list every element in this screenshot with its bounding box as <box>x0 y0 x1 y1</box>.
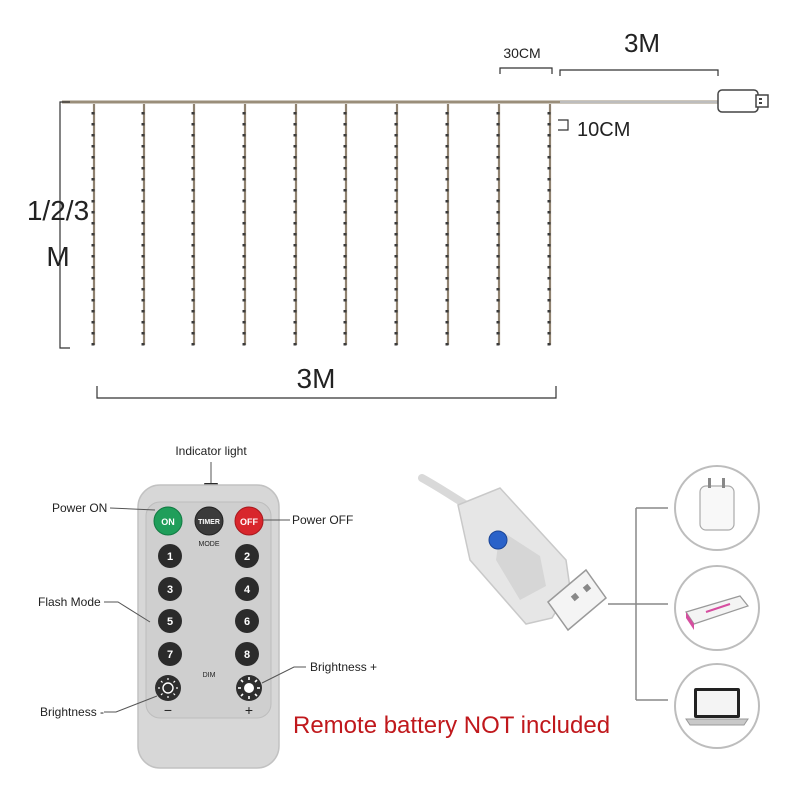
light-strand <box>191 104 196 346</box>
brightness-plus-leader <box>261 666 306 684</box>
usb-cable <box>418 474 472 510</box>
usb-connector-icon <box>546 568 608 632</box>
on-button-label: ON <box>161 517 175 527</box>
dim-10cm-label: 10CM <box>577 119 630 141</box>
plus-sign: + <box>245 702 253 718</box>
mode-button-label: 1 <box>167 551 173 563</box>
brightness-plus-button[interactable] <box>236 675 262 701</box>
usb-pcb <box>496 530 546 600</box>
usb-control-button[interactable] <box>488 530 508 550</box>
brightness-minus-leader <box>104 695 158 713</box>
light-strands <box>91 104 552 346</box>
mode-button-label: 4 <box>244 584 251 596</box>
power-bank-icon <box>674 565 760 651</box>
curtain-lights: 30CM 3M 10CM 1/2/3 M 3M <box>27 28 769 399</box>
off-button-label: OFF <box>240 517 258 527</box>
brightness-minus-label: Brightness - <box>40 705 104 719</box>
power-source-branches <box>635 507 668 701</box>
light-strand <box>91 104 96 346</box>
dim-30cm: 30CM <box>499 45 553 74</box>
battery-note: Remote battery NOT included <box>293 712 610 739</box>
timer-button-label: TIMER <box>198 519 220 526</box>
timer-button[interactable]: TIMER <box>194 506 224 536</box>
mode-caption: MODE <box>199 541 220 548</box>
dim-height-label-top: 1/2/3 <box>27 195 89 226</box>
remote-control: Indicator light ON TIMER OFF MODE 1 2 3 4 5 6… <box>38 444 377 769</box>
dim-10cm: 10CM <box>558 119 630 141</box>
light-strand <box>496 104 501 346</box>
mode-button-8[interactable]: 8 <box>235 642 259 666</box>
mode-button-label: 5 <box>167 616 173 628</box>
brightness-plus-label: Brightness + <box>310 660 377 674</box>
mode-button-6[interactable]: 6 <box>235 609 259 633</box>
light-strand <box>343 104 348 346</box>
mode-button-2[interactable]: 2 <box>235 544 259 568</box>
indicator-light-label: Indicator light <box>175 444 247 458</box>
usb-controller <box>418 465 760 749</box>
brightness-minus-button[interactable] <box>155 675 181 701</box>
mode-button-label: 3 <box>167 584 173 596</box>
mode-button-1[interactable]: 1 <box>158 544 182 568</box>
mode-button-label: 8 <box>244 649 250 661</box>
mode-button-5[interactable]: 5 <box>158 609 182 633</box>
dim-height-label-bottom: M <box>46 241 69 272</box>
power-off-label: Power OFF <box>292 513 353 527</box>
light-strand <box>394 104 399 346</box>
light-strand <box>242 104 247 346</box>
mode-button-4[interactable]: 4 <box>235 577 259 601</box>
sun-dim-icon <box>162 682 174 694</box>
mode-button-label: 7 <box>167 649 173 661</box>
mode-button-7[interactable]: 7 <box>158 642 182 666</box>
mode-button-3[interactable]: 3 <box>158 577 182 601</box>
dim-caption: DIM <box>203 672 216 679</box>
laptop-icon <box>674 663 760 749</box>
on-button[interactable]: ON <box>153 506 183 536</box>
usb-plug-icon <box>717 89 769 113</box>
mode-button-label: 2 <box>244 551 250 563</box>
dim-30cm-label: 30CM <box>503 45 540 61</box>
light-strand <box>293 104 298 346</box>
dim-width-3m-label: 3M <box>297 363 336 394</box>
sun-bright-icon <box>244 683 254 693</box>
mode-button-label: 6 <box>244 616 250 628</box>
minus-sign: − <box>164 702 172 718</box>
off-button[interactable]: OFF <box>234 506 264 536</box>
dim-width-3m: 3M <box>96 363 557 399</box>
flash-mode-keys: 1 2 3 4 5 6 7 8 <box>158 544 259 666</box>
power-on-leader <box>109 507 156 511</box>
dim-height: 1/2/3 M <box>27 101 89 349</box>
wall-adapter-icon <box>674 465 760 551</box>
flash-mode-leader <box>104 601 151 623</box>
dim-cord-3m: 3M <box>559 28 719 76</box>
dim-cord-3m-label: 3M <box>624 28 660 58</box>
light-strand <box>141 104 146 346</box>
power-on-label: Power ON <box>52 501 107 515</box>
light-strand <box>547 104 552 346</box>
flash-mode-label: Flash Mode <box>38 595 101 609</box>
light-strand <box>445 104 450 346</box>
